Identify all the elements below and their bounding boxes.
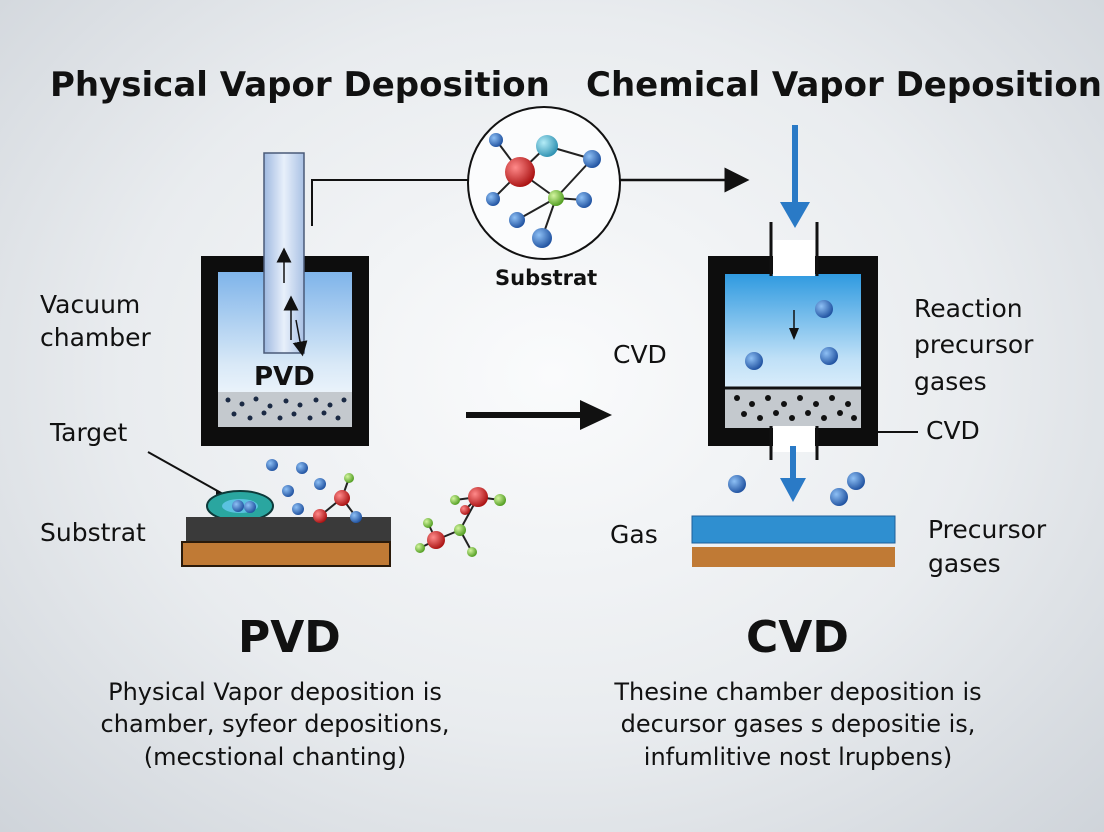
atom-green <box>548 190 564 206</box>
pvd-target-assembly <box>147 451 274 522</box>
pvd-substrate-label: Substrat <box>40 518 146 547</box>
precursor-gases-label: Precursor gases <box>928 515 1047 578</box>
pvd-particles <box>266 459 362 523</box>
atom-blue <box>509 212 525 228</box>
cvd-deposit-dots <box>734 395 857 421</box>
target-label: Target <box>50 418 128 447</box>
pvd-description: Physical Vapor deposition is chamber, sy… <box>100 678 450 771</box>
atom-blue <box>532 228 552 248</box>
connector-line <box>311 179 470 226</box>
molecule-label: Substrat <box>495 266 598 290</box>
cvd-bottom-label: CVD <box>926 416 980 445</box>
center-molecule <box>467 106 621 260</box>
cvd-description: Thesine chamber deposition is decursor g… <box>614 678 982 771</box>
cvd-title: Chemical Vapor Deposition <box>586 65 1102 105</box>
vacuum-chamber-label: Vacuum chamber <box>40 290 151 352</box>
cvd-outlet-arrow <box>780 446 806 502</box>
atom-red <box>505 157 535 187</box>
cvd-inlet-arrow <box>780 125 810 228</box>
cvd-particles <box>728 472 865 506</box>
pvd-chamber-label: PVD <box>254 362 315 392</box>
atom-blue <box>576 192 592 208</box>
cvd-side-label: CVD <box>613 340 667 369</box>
atom-blue <box>583 150 601 168</box>
gas-label: Gas <box>610 520 658 549</box>
atom-blue <box>489 133 503 147</box>
pvd-deposit-dots <box>225 396 347 421</box>
pvd-substrate <box>181 517 391 567</box>
atom-blue <box>486 192 500 206</box>
free-molecule <box>415 487 506 557</box>
pvd-heading: PVD <box>238 612 341 663</box>
atom-cyan <box>536 135 558 157</box>
reaction-gases-label: Reaction precursor gases <box>914 294 1034 396</box>
cvd-substrate <box>691 515 896 567</box>
cvd-chamber <box>708 222 878 460</box>
pvd-title: Physical Vapor Deposition <box>50 65 550 105</box>
cvd-heading: CVD <box>746 612 849 663</box>
middle-arrow <box>466 400 612 430</box>
pvd-tube <box>263 152 308 357</box>
